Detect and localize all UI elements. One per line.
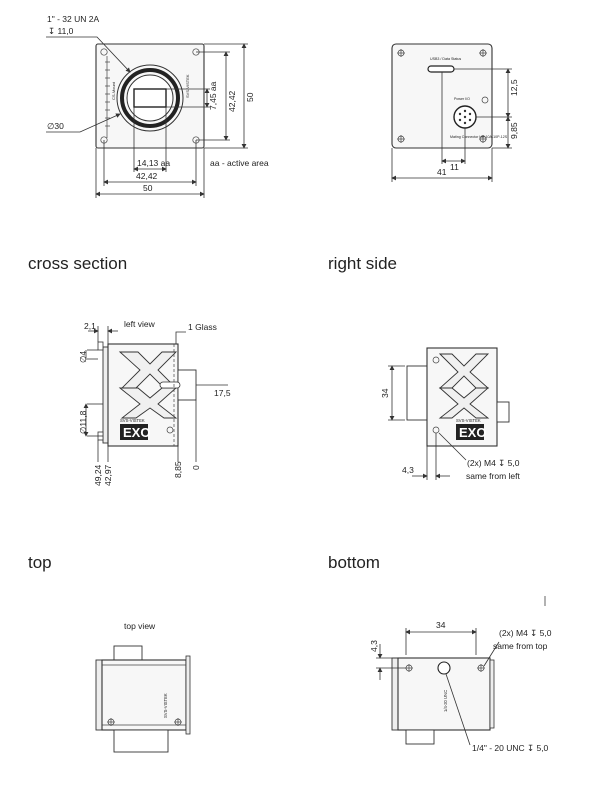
cross-brand: SVS-VISTEK bbox=[120, 418, 145, 423]
bottom-note-2: same from top bbox=[493, 641, 548, 651]
dim-34-bottom-label: 34 bbox=[436, 620, 446, 630]
heading-bottom: bottom bbox=[328, 553, 380, 572]
tripod-hole bbox=[437, 661, 451, 675]
mating-label: Mating Connector HR 10A-10P-12S bbox=[450, 135, 508, 139]
rear-connector bbox=[177, 369, 197, 401]
top-view: top view SVS-VISTEK bbox=[95, 621, 191, 753]
dim-4297-label: 42,97 bbox=[103, 464, 113, 486]
dim-41-label: 41 bbox=[437, 167, 447, 177]
side-label: SVS-VISTEK bbox=[185, 74, 190, 98]
diameter-label: ∅30 bbox=[47, 121, 64, 131]
inner-w-label: 42,42 bbox=[136, 171, 158, 181]
dim-43-bottom-label: 4,3 bbox=[369, 640, 379, 652]
dim-125-label: 12,5 bbox=[509, 79, 519, 96]
top-title: top view bbox=[124, 621, 156, 631]
dim-885-label: 8,85 bbox=[173, 461, 183, 478]
diameter-leader bbox=[46, 113, 121, 133]
active-h-label: 7,45 aa bbox=[208, 81, 218, 110]
top-lens-mount bbox=[113, 729, 169, 753]
scale-ticks bbox=[105, 61, 110, 127]
outer-w-label: 50 bbox=[143, 183, 153, 193]
side-logo: EXO bbox=[459, 425, 486, 440]
top-housing bbox=[101, 659, 187, 731]
side-fin-lower bbox=[438, 387, 490, 419]
top-flange-left bbox=[95, 659, 103, 731]
bottom-note-1: (2x) M4 ↧ 5,0 bbox=[499, 628, 552, 638]
side-connector bbox=[496, 401, 510, 423]
side-note-leader bbox=[438, 432, 467, 461]
lens-mount-ring bbox=[120, 68, 180, 128]
heading-right-side: right side bbox=[328, 254, 397, 273]
usb-label: USB3 / Data Status bbox=[430, 57, 461, 61]
dim-985-label: 9,85 bbox=[509, 122, 519, 139]
connector-pins bbox=[458, 109, 472, 125]
dim-0-label: 0 bbox=[191, 465, 201, 470]
bottom-label: 1/4-20 UNC bbox=[443, 690, 448, 712]
mount-lug bbox=[97, 341, 104, 351]
front-view: CS-Mount SVS-VISTEK 1" - 32 UN 2A ↧ 11,0… bbox=[46, 14, 269, 198]
front-flange bbox=[102, 346, 109, 444]
top-connector bbox=[113, 645, 143, 661]
top-label: SVS-VISTEK bbox=[163, 693, 168, 718]
inner-h-label: 42,42 bbox=[227, 90, 237, 112]
tripod-leader bbox=[445, 673, 471, 746]
heading-top: top bbox=[28, 553, 52, 572]
dim-118-label: ∅11,8 bbox=[78, 410, 88, 434]
rear-plug bbox=[159, 381, 181, 389]
bottom-flange-right bbox=[489, 659, 495, 729]
bottom-connector bbox=[405, 729, 435, 745]
side-screw-hole bbox=[432, 356, 440, 364]
bottom-flange-left bbox=[391, 657, 399, 731]
dim-11-label: 11 bbox=[450, 162, 459, 172]
glass-leader bbox=[175, 331, 186, 344]
logo-plate bbox=[120, 424, 148, 440]
screw-hole bbox=[166, 426, 174, 434]
bottom-view: 34 1/4-20 UNC 4,3 (2x) M4 ↧ 5,0 same fro… bbox=[369, 596, 552, 753]
fin-lower bbox=[118, 387, 178, 419]
thread-leader bbox=[46, 36, 131, 73]
dim-43-side-label: 4,3 bbox=[402, 465, 414, 475]
status-led bbox=[481, 96, 489, 104]
top-flange-right bbox=[185, 655, 191, 735]
cross-logo: EXO bbox=[123, 425, 150, 440]
side-brand: SVS-VISTEK bbox=[456, 418, 481, 423]
lens-mount-side bbox=[406, 365, 428, 421]
dim-4-label: ∅4 bbox=[78, 351, 88, 363]
dim-21-label: 2,1 bbox=[84, 321, 96, 331]
side-note-2: same from left bbox=[466, 471, 520, 481]
legend-label: aa - active area bbox=[210, 158, 269, 168]
bottom-note-leader bbox=[483, 641, 500, 667]
active-w-label: 14,13 aa bbox=[137, 158, 170, 168]
cross-section-view: left view SVS-VISTEK EXO 2,1 1 Glass ∅4 … bbox=[78, 319, 231, 486]
heading-cross-section: cross section bbox=[28, 254, 128, 273]
mount-hole bbox=[100, 48, 108, 56]
thread-label: 1" - 32 UN 2A bbox=[47, 14, 99, 24]
cross-title: left view bbox=[124, 319, 156, 329]
tripod-label: 1/4" - 20 UNC ↧ 5,0 bbox=[472, 743, 549, 753]
usb-connector bbox=[427, 65, 455, 73]
dim-175-label: 17,5 bbox=[214, 388, 231, 398]
rear-screws bbox=[397, 49, 487, 143]
top-screws bbox=[107, 718, 182, 726]
right-side-view: SVS-VISTEK EXO 34 4,3 (2x) M4 ↧ 5,0 same… bbox=[380, 347, 520, 481]
sensor-active-area bbox=[133, 88, 167, 108]
side-note-1: (2x) M4 ↧ 5,0 bbox=[467, 458, 520, 468]
rear-view: USB3 / Data Status Power I/O Mating Conn… bbox=[391, 43, 519, 182]
dim-34-side-label: 34 bbox=[380, 388, 390, 398]
outer-h-label: 50 bbox=[245, 92, 255, 102]
dim-4924-label: 49,24 bbox=[93, 464, 103, 486]
power-label: Power I/O bbox=[454, 97, 470, 101]
glass-label: 1 Glass bbox=[188, 322, 217, 332]
scale-label: CS-Mount bbox=[111, 81, 116, 100]
side-logo-plate bbox=[456, 424, 484, 440]
lens-mount-outer bbox=[116, 64, 184, 132]
thread-depth-label: ↧ 11,0 bbox=[48, 26, 74, 36]
